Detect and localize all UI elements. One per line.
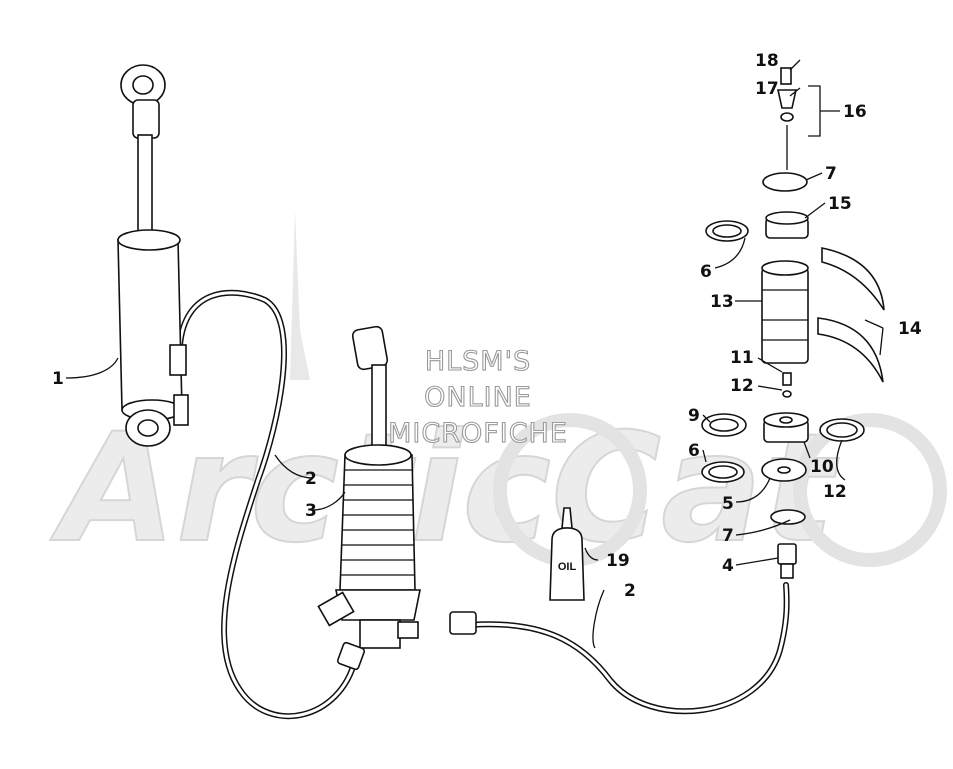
callout-12-right: 12	[823, 482, 847, 502]
callout-18: 18	[755, 51, 779, 71]
callout-labels: 1 2 3 2 19 18 17 16 7 15 6 13 14 11 12 9…	[52, 51, 922, 601]
callout-9: 9	[688, 406, 700, 426]
callout-1: 1	[52, 369, 64, 389]
leader-lines	[65, 59, 884, 649]
callout-2-left: 2	[305, 469, 317, 489]
callout-10: 10	[810, 457, 834, 477]
valve-components	[701, 67, 885, 579]
reservoir-coil-ribs	[341, 469, 415, 576]
shock-absorber	[117, 64, 189, 447]
watermark-background: ArcticCat	[49, 210, 947, 577]
oil-bottle-label: OIL	[558, 561, 577, 573]
oil-bottle: OIL	[549, 507, 585, 601]
callout-16: 16	[843, 102, 867, 122]
watermark-line-2: ONLINE	[424, 382, 532, 413]
callout-11: 11	[730, 348, 754, 368]
watermark-spire	[290, 210, 310, 380]
reservoir-unit	[317, 325, 477, 671]
hose-assemblies	[177, 289, 790, 719]
callout-7-top: 7	[825, 164, 837, 184]
callout-15: 15	[828, 194, 852, 214]
callout-19: 19	[606, 551, 630, 571]
callout-5: 5	[722, 494, 734, 514]
callout-13: 13	[710, 292, 734, 312]
watermark-line-1: HLSM'S	[425, 346, 531, 377]
watermark-brand: ArcticCat	[50, 402, 839, 576]
callout-12-left: 12	[730, 376, 754, 396]
callout-4: 4	[722, 556, 734, 576]
callout-3: 3	[305, 501, 317, 521]
callout-2-right: 2	[624, 581, 636, 601]
callout-17: 17	[755, 79, 779, 99]
callout-6-top: 6	[700, 262, 712, 282]
callout-14: 14	[898, 319, 922, 339]
watermark-wheel-right	[793, 413, 947, 567]
callout-7-lower: 7	[722, 526, 734, 546]
watermark-line-3: MICROFICHE	[388, 418, 568, 449]
callout-6-lower: 6	[688, 441, 700, 461]
